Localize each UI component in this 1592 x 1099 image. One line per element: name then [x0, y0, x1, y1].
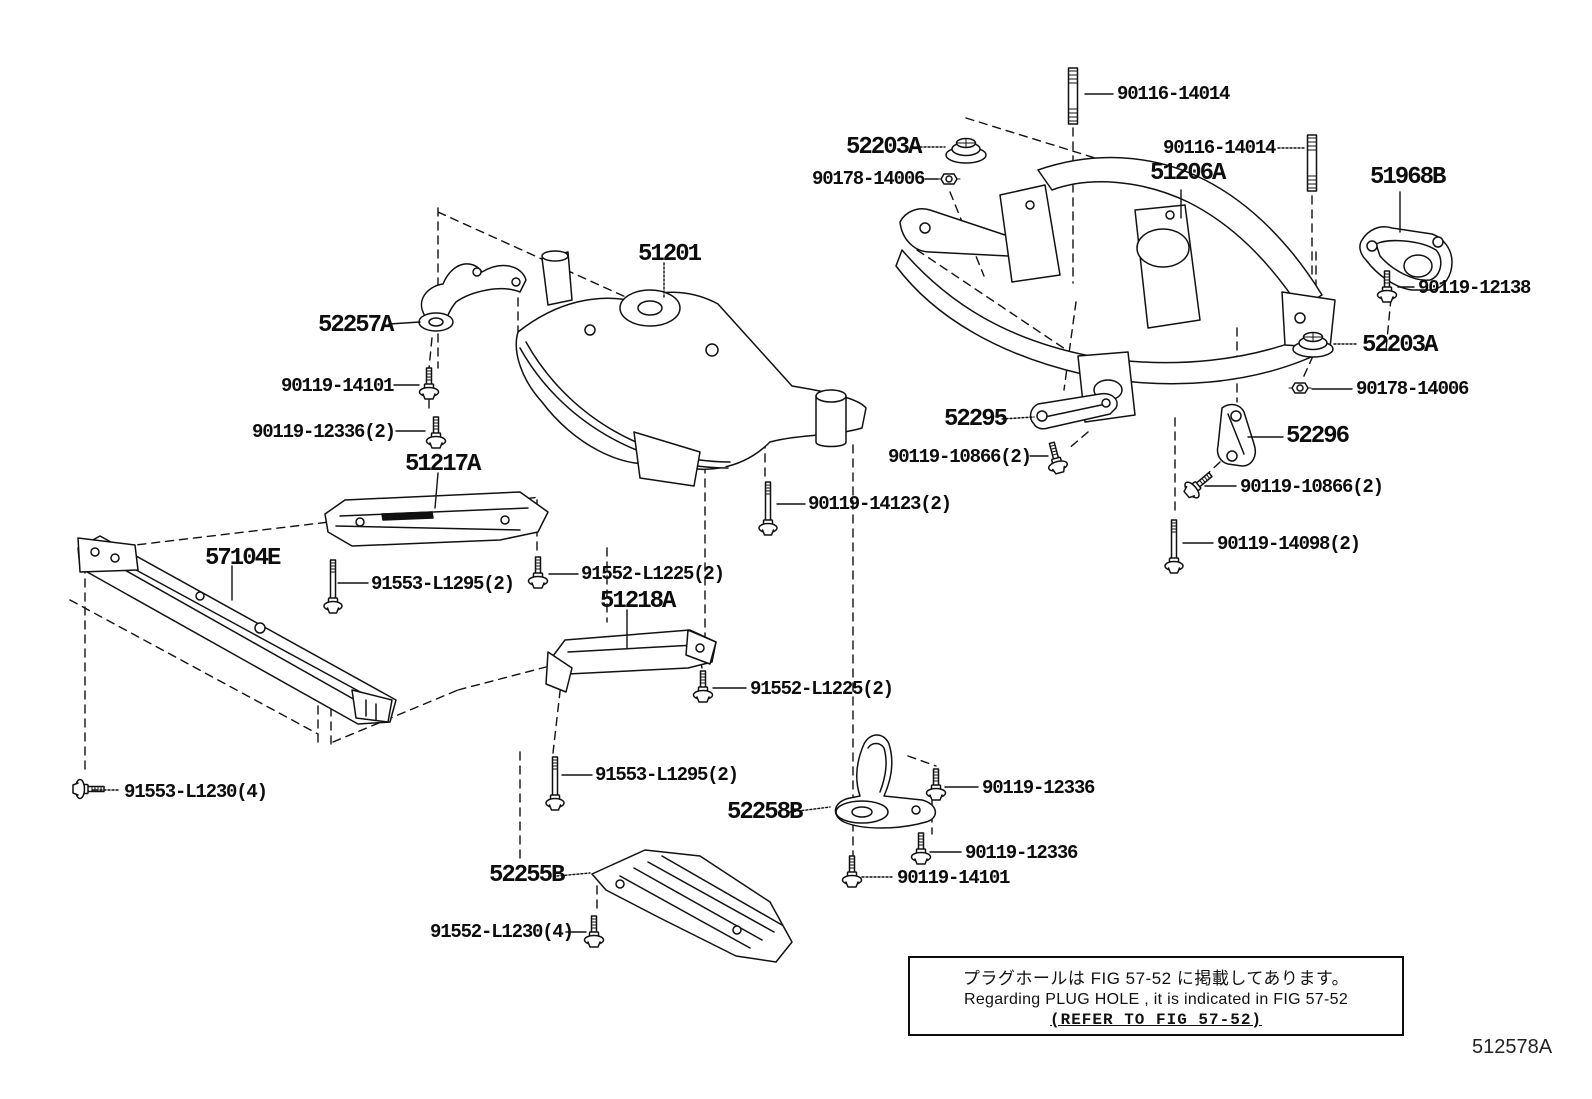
bolt-icon [758, 481, 778, 536]
part-drawing-51968B [1360, 227, 1452, 290]
bolt-icon [72, 778, 105, 800]
part-drawing-52257A [419, 264, 526, 331]
part-label-90119-12336-upper: 90119-12336(2) [252, 421, 396, 443]
grommet-icon [945, 137, 987, 164]
note-line-japanese: プラグホールは FIG 57-52 に掲載してあります。 [962, 968, 1350, 988]
part-label-90178-14006-right: 90178-14006 [1356, 378, 1469, 400]
part-label-90119-10866-right: 90119-10866(2) [1240, 476, 1384, 498]
part-drawing-51206A [896, 158, 1335, 422]
part-label-51206A: 51206A [1150, 160, 1226, 187]
part-label-52295: 52295 [944, 406, 1008, 433]
stud-icon [1306, 134, 1318, 192]
part-label-90119-14098: 90119-14098(2) [1217, 533, 1361, 555]
part-drawing-51218A [546, 630, 716, 692]
part-drawing-51201 [516, 251, 866, 486]
part-label-57104E: 57104E [205, 545, 281, 572]
part-label-52255B: 52255B [489, 862, 565, 889]
part-drawing-52255B [592, 850, 792, 962]
bolt-icon [323, 559, 343, 614]
part-label-91552-L1225-lower: 91552-L1225(2) [750, 678, 894, 700]
part-label-51218A: 51218A [600, 588, 676, 615]
part-drawing-57104E [78, 536, 396, 724]
part-label-52203A-left: 52203A [846, 134, 922, 161]
bolt-icon [527, 556, 549, 589]
part-label-90119-14101-lower: 90119-14101 [897, 867, 1010, 889]
part-label-90116-14014-right: 90116-14014 [1163, 137, 1276, 159]
figure-code: 512578A [1472, 1036, 1553, 1058]
assembly-dashed-lines [70, 118, 1391, 914]
bolt-icon [1179, 466, 1218, 503]
part-label-51201: 51201 [638, 241, 702, 268]
part-label-90119-12336-r2: 90119-12336 [965, 842, 1078, 864]
bolt-icon [545, 756, 565, 811]
part-label-91552-L1230: 91552-L1230(4) [430, 921, 574, 943]
part-label-52257A: 52257A [318, 312, 394, 339]
part-label-52203A-right: 52203A [1362, 332, 1438, 359]
part-label-91553-L1295-upper: 91553-L1295(2) [371, 573, 515, 595]
note-line-english: Regarding PLUG HOLE , it is indicated in… [963, 990, 1349, 1008]
bolt-icon [1041, 439, 1070, 476]
nut-icon [1288, 382, 1312, 394]
bolt-icon [425, 416, 447, 449]
bolt-icon [1164, 519, 1184, 574]
bolt-icon [841, 855, 863, 888]
bolt-icon [583, 915, 605, 948]
part-label-90119-12138: 90119-12138 [1418, 277, 1531, 299]
part-label-51217A: 51217A [405, 451, 481, 478]
part-label-90119-14123: 90119-14123(2) [808, 493, 952, 515]
part-drawing-52296 [1217, 405, 1255, 466]
part-label-90178-14006-left: 90178-14006 [812, 168, 925, 190]
part-label-91553-L1295-lower: 91553-L1295(2) [595, 764, 739, 786]
stud-icon [1067, 67, 1079, 125]
part-label-52296: 52296 [1286, 423, 1350, 450]
bolt-icon [925, 768, 947, 801]
part-label-90119-10866-left: 90119-10866(2) [888, 446, 1032, 468]
note-line-refer: (REFER TO FIG 57-52) [1049, 1010, 1263, 1029]
leader-lines [92, 94, 1414, 932]
part-label-91552-L1225-upper: 91552-L1225(2) [581, 563, 725, 585]
part-label-90119-14101-upper: 90119-14101 [281, 375, 394, 397]
bolt-icon [910, 832, 932, 865]
part-label-91553-L1230: 91553-L1230(4) [124, 781, 268, 803]
part-label-51968B: 51968B [1370, 164, 1446, 191]
part-label-90119-12336-r1: 90119-12336 [982, 777, 1095, 799]
part-label-90116-14014-top: 90116-14014 [1117, 83, 1230, 105]
nut-icon [937, 173, 961, 185]
part-drawing-51217A [325, 492, 548, 546]
bolt-icon [418, 367, 440, 400]
part-drawing-52295 [1031, 394, 1118, 429]
plug-hole-note-box: プラグホールは FIG 57-52 に掲載してあります。 Regarding P… [908, 956, 1404, 1036]
bolt-icon [692, 670, 714, 703]
part-drawing-52258B [835, 735, 935, 828]
part-label-52258B: 52258B [727, 799, 803, 826]
